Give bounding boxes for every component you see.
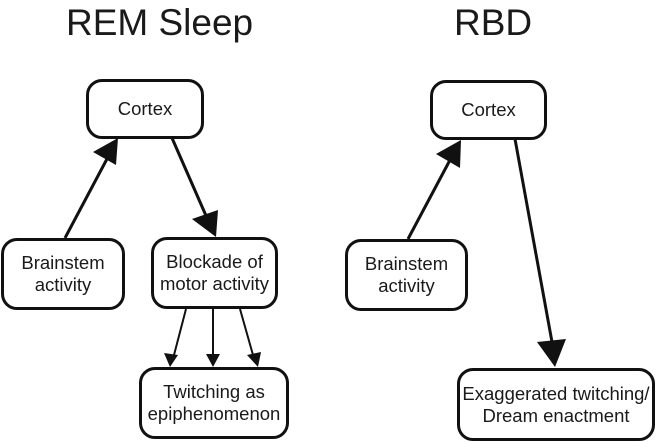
node-left-cortex: Cortex [86, 79, 204, 139]
edge-right-cortex-to-outcome [513, 138, 566, 367]
node-label: Blockade of motor activity [160, 251, 269, 294]
edge-left-blockade-to-twitching-1 [164, 308, 187, 367]
edge-right-brainstem-to-cortex [406, 140, 461, 240]
arrowhead [192, 210, 218, 237]
node-label: Cortex [117, 98, 173, 119]
edge-left-blockade-to-twitching-2 [206, 309, 220, 367]
node-label: Exaggerated twitching/ Dream enactment [462, 382, 650, 426]
arrowhead [164, 353, 178, 367]
rbd-title: RBD [454, 2, 533, 43]
node-right-cortex: Cortex [430, 80, 547, 140]
node-left-blockade-of-motor-activity: Blockade of motor activity [151, 237, 278, 309]
arrowhead [206, 354, 220, 367]
node-label: Brainstem activity [364, 253, 449, 296]
edge-left-cortex-to-blockade [170, 137, 218, 237]
node-left-twitching-as-epiphenomenon: Twitching as epiphenomenon [139, 367, 289, 439]
node-label: Blockade of motor activity [502, 251, 611, 294]
arrowhead [537, 339, 566, 367]
arrowhead [247, 352, 261, 367]
node-right-exaggerated-twitching-dream-enactment: Exaggerated twitching/ Dream enactment [457, 368, 655, 441]
arrowhead [436, 140, 461, 168]
node-label: Cortex [461, 99, 516, 120]
arrowhead [93, 138, 118, 165]
node-right-blockade-of-motor-activity-faded: Blockade of motor activity [494, 237, 619, 309]
node-label: Brainstem activity [21, 252, 105, 295]
rem-sleep-title: REM Sleep [66, 2, 254, 43]
node-label: Twitching as epiphenomenon [147, 381, 281, 424]
edge-left-brainstem-to-cortex [63, 138, 118, 239]
node-right-brainstem-activity: Brainstem activity [345, 239, 468, 311]
node-left-brainstem-activity: Brainstem activity [1, 238, 125, 310]
edge-left-blockade-to-twitching-3 [239, 308, 261, 367]
